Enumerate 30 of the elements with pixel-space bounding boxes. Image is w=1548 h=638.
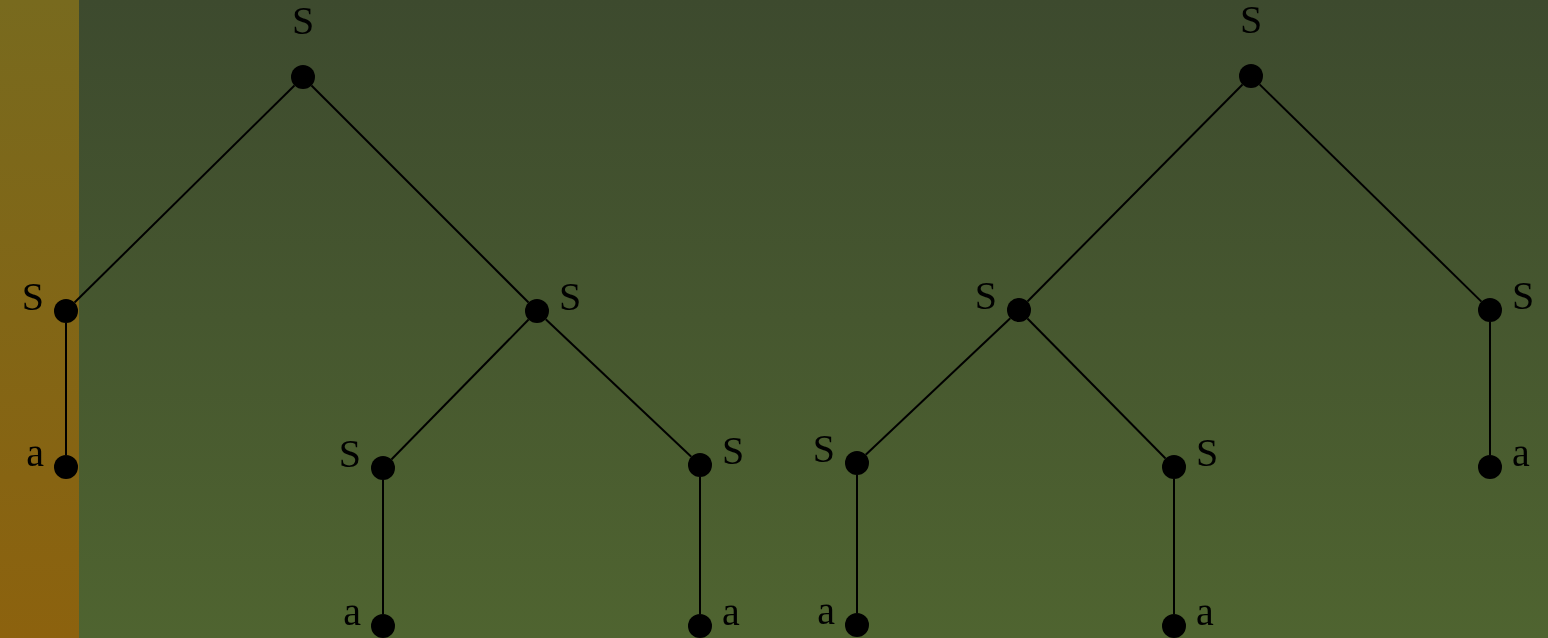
tree-branch-line — [382, 479, 384, 615]
node-label: a — [343, 592, 361, 632]
node-label: S — [974, 276, 997, 316]
node-label: S — [812, 429, 835, 469]
tree-branch-line — [1026, 83, 1244, 303]
tree-branch-line — [1026, 317, 1167, 460]
tree-branch-line — [856, 474, 858, 614]
node-label: S — [1239, 0, 1263, 40]
tree-branch-line — [73, 84, 296, 304]
tree-branch-line — [65, 322, 67, 456]
tree-branch-line — [1489, 321, 1491, 456]
node-label: a — [817, 591, 835, 631]
tree-branch-line — [544, 318, 693, 458]
node-label: a — [26, 433, 44, 473]
node-label: S — [722, 431, 745, 471]
node-label: a — [722, 592, 740, 632]
tree-branch-line — [699, 476, 701, 615]
tree-branch-line — [390, 318, 530, 461]
node-label: S — [291, 1, 315, 41]
node-label: S — [1196, 433, 1219, 473]
node-label: a — [1512, 433, 1530, 473]
tree-branch-line — [310, 84, 530, 304]
tree-branch-line — [1258, 83, 1483, 303]
node-label: S — [559, 277, 582, 317]
node-label: S — [338, 434, 361, 474]
tree-branch-line — [864, 317, 1012, 456]
node-label: S — [21, 277, 44, 317]
node-label: a — [1196, 592, 1214, 632]
node-label: S — [1512, 276, 1535, 316]
tree-branch-line — [1173, 478, 1175, 615]
